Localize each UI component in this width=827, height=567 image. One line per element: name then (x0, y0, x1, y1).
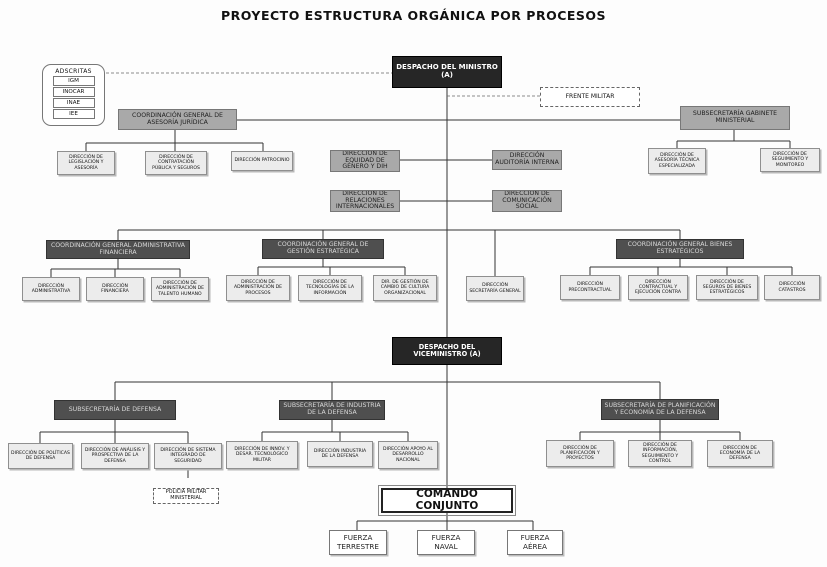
subsecretaria-planificacion-node: SUBSECRETARÍA DE PLANIFICACIÓN Y ECONOMÍ… (601, 399, 719, 420)
dir-equidad-genero-node: DIRECCIÓN DE EQUIDAD DE GÉNERO Y DIH (330, 150, 400, 172)
dir-innovacion-node: DIRECCIÓN DE INNOV. Y DESAR. TECNOLÓGICO… (226, 441, 298, 469)
dir-analisis-prospectiva-node: DIRECCIÓN DE ANÁLISIS Y PROSPECTIVA DE L… (81, 443, 149, 469)
dir-seguimiento-monitoreo-node: DIRECCIÓN DE SEGUIMIENTO Y MONITOREO (760, 148, 820, 172)
subsecretaria-defensa-node: SUBSECRETARÍA DE DEFENSA (54, 400, 176, 420)
adscritas-panel: ADSCRITAS IGM INOCAR INAE IEE (42, 64, 105, 126)
dir-industria-defensa-node: DIRECCIÓN INDUSTRIA DE LA DEFENSA (307, 441, 373, 467)
despacho-ministro-node: DESPACHO DEL MINISTRO (A) (392, 56, 502, 88)
coord-bienes-estrategicos-node: COORDINACIÓN GENERAL BIENES ESTRATÉGICOS (616, 239, 744, 259)
dir-contratacion-publica-node: DIRECCIÓN DE CONTRATACIÓN PÚBLICA Y SEGU… (145, 151, 207, 175)
policia-militar-node: POLICÍA MILITAR MINISTERIAL (153, 488, 219, 504)
dir-financiera-node: DIRECCIÓN FINANCIERA (86, 277, 144, 301)
subsecretaria-industria-node: SUBSECRETARÍA DE INDUSTRIA DE LA DEFENSA (279, 400, 385, 420)
coord-administrativa-financiera-node: COORDINACIÓN GENERAL ADMINISTRATIVA FINA… (46, 240, 190, 259)
dir-planificacion-proyectos-node: DIRECCIÓN DE PLANIFICACIÓN Y PROYECTOS (546, 440, 614, 467)
comando-conjunto-node: COMANDO CONJUNTO (378, 485, 516, 516)
dir-catastros-node: DIRECCIÓN CATASTROS (764, 275, 820, 300)
dir-comunicacion-social-node: DIRECCIÓN DE COMUNICACIÓN SOCIAL (492, 190, 562, 212)
chart-title: PROYECTO ESTRUCTURA ORGÁNICA POR PROCESO… (220, 8, 607, 23)
dir-asesoria-tecnica-node: DIRECCIÓN DE ASESORÍA TÉCNICA ESPECIALIZ… (648, 148, 706, 174)
dir-seguros-bienes-node: DIRECCIÓN DE SEGUROS DE BIENES ESTRATÉGI… (696, 275, 758, 300)
dir-politicas-defensa-node: DIRECCIÓN DE POLÍTICAS DE DEFENSA (8, 443, 73, 469)
dir-talento-humano-node: DIRECCIÓN DE ADMINISTRACIÓN DE TALENTO H… (151, 277, 209, 301)
dir-auditoria-interna-node: DIRECCIÓN AUDITORÍA INTERNA (492, 150, 562, 170)
dir-apoyo-desarrollo-node: DIRECCIÓN APOYO AL DESARROLLO NACIONAL (378, 441, 438, 469)
dir-contractual-node: DIRECCIÓN CONTRACTUAL Y EJECUCIÓN CONTRA (628, 275, 688, 300)
dir-economia-defensa-node: DIRECCIÓN DE ECONOMÍA DE LA DEFENSA (707, 440, 773, 467)
adscritas-label: ADSCRITAS (55, 68, 92, 75)
fuerza-aerea-node: FUERZA AÉREA (507, 530, 563, 555)
dir-cambio-cultura-node: DIR. DE GESTIÓN DE CAMBIO DE CULTURA ORG… (373, 275, 437, 301)
adscrita-inocar: INOCAR (52, 87, 95, 97)
dir-procesos-node: DIRECCIÓN DE ADMINISTRACIÓN DE PROCESOS (226, 275, 290, 301)
dir-sistema-seguridad-node: DIRECCIÓN DE SISTEMA INTEGRADO DE SEGURI… (154, 443, 222, 469)
dir-precontractual-node: DIRECCIÓN PRECONTRACTUAL (560, 275, 620, 300)
subsecretaria-gabinete-node: SUBSECRETARÍA GABINETE MINISTERIAL (680, 106, 790, 130)
frente-militar-node: FRENTE MILITAR (540, 87, 640, 107)
coord-gestion-estrategica-node: COORDINACIÓN GENERAL DE GESTIÓN ESTRATÉG… (262, 239, 384, 259)
dir-informacion-seguimiento-node: DIRECCIÓN DE INFORMACIÓN, SEGUIMIENTO Y … (628, 440, 692, 467)
dir-legislacion-node: DIRECCIÓN DE LEGISLACIÓN Y ASESORÍA (57, 151, 115, 175)
dir-administrativa-node: DIRECCIÓN ADMINISTRATIVA (22, 277, 80, 301)
despacho-viceministro-node: DESPACHO DEL VICEMINISTRO (A) (392, 337, 502, 365)
adscrita-inae: INAE (52, 98, 95, 108)
adscrita-igm: IGM (52, 76, 95, 86)
fuerza-terrestre-node: FUERZA TERRESTRE (329, 530, 387, 555)
adscrita-iee: IEE (52, 109, 95, 119)
fuerza-naval-node: FUERZA NAVAL (417, 530, 475, 555)
dir-tecnologias-node: DIRECCIÓN DE TECNOLOGÍAS DE LA INFORMACI… (298, 275, 362, 301)
dir-patrocinio-node: DIRECCIÓN PATROCINIO (231, 151, 293, 171)
coord-asesoria-juridica-node: COORDINACIÓN GENERAL DE ASESORÍA JURÍDIC… (118, 109, 237, 130)
dir-relaciones-internacionales-node: DIRECCIÓN DE RELACIONES INTERNACIONALES (330, 190, 400, 212)
dir-secretaria-general-node: DIRECCIÓN SECRETARÍA GENERAL (466, 276, 524, 301)
